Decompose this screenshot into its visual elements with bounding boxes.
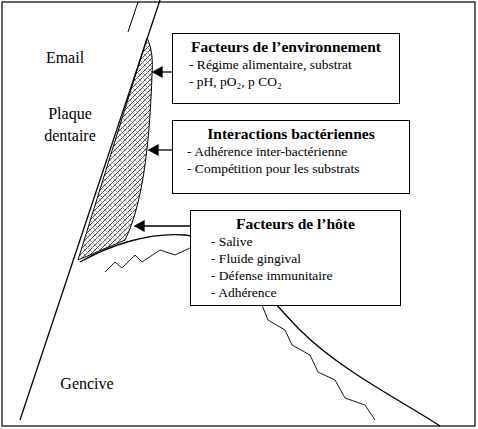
part-label: Email (30, 47, 100, 69)
plaque-area (78, 38, 152, 260)
bullet-item: - pH, pO₂, p CO₂ (179, 73, 393, 90)
factor-box: Facteurs de l’hôte- Salive- Fluide gingi… (190, 210, 401, 306)
bullet-item: - Régime alimentaire, substrat (179, 56, 393, 73)
box-heading: Interactions bactériennes (179, 124, 403, 143)
part-label: Plaque dentaire (30, 103, 110, 147)
box-heading: Facteurs de l’environnement (179, 37, 393, 56)
factor-box: Interactions bactériennes- Adhérence int… (172, 120, 410, 194)
bullet-item: - Adhérence (197, 284, 394, 301)
bullet-item: - Compétition pour les substrats (179, 160, 403, 177)
bullet-item: - Défense immunitaire (197, 267, 394, 284)
box-heading: Facteurs de l’hôte (197, 214, 394, 233)
enamel-surface (20, 0, 160, 420)
bullet-item: - Fluide gingival (197, 250, 394, 267)
bullet-item: - Adhérence inter-bactérienne (179, 143, 403, 160)
factor-box: Facteurs de l’environnement- Régime alim… (172, 33, 400, 104)
part-label: Gencive (42, 373, 132, 395)
frame (2, 2, 475, 426)
bullet-item: - Salive (197, 233, 394, 250)
enamel-edge (128, 2, 138, 32)
